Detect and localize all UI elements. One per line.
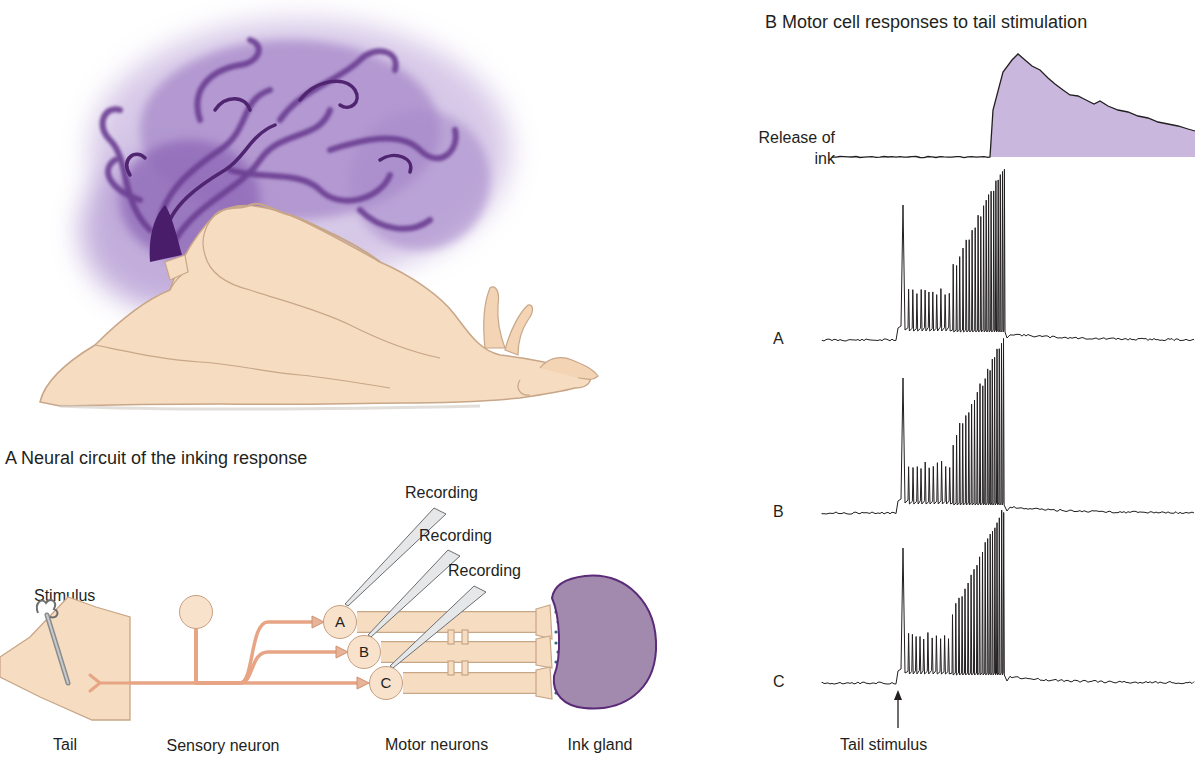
membrane-potential-trace — [822, 169, 1194, 341]
tail-drawing — [0, 595, 130, 720]
trace-label: B — [773, 502, 784, 521]
motor-axon-fill — [403, 673, 546, 693]
stimulus-probe — [47, 615, 68, 683]
aplysia-body — [40, 204, 598, 409]
sensory-axon-line — [130, 629, 236, 683]
cell-letter: C — [381, 675, 392, 691]
stimulus-label: Tail stimulus — [840, 735, 927, 754]
trace-label: C — [773, 672, 785, 691]
panel-title: B Motor cell responses to tail stimulati… — [765, 11, 1087, 33]
stimulus-probe-tip — [37, 600, 58, 617]
motor-axon — [403, 683, 546, 684]
trace-label: Release of ink — [757, 127, 835, 169]
sensory-axon — [130, 629, 236, 683]
node-label: Tail — [53, 735, 77, 754]
tail-region: Tail — [0, 595, 130, 720]
axon-terminals — [536, 605, 552, 699]
cell-letter: A — [335, 614, 345, 630]
electrode-label: Recording — [405, 483, 478, 502]
motor-neuron: C — [369, 666, 403, 700]
ink-gland-outline — [552, 576, 656, 709]
group-label: Motor neurons — [385, 735, 488, 754]
tail-outline — [0, 597, 130, 720]
motor-neuron: A — [323, 605, 357, 639]
membrane-potential-trace — [822, 510, 1194, 684]
sensory-axon-line — [196, 629, 337, 683]
trace-label: A — [773, 329, 784, 348]
ink-gland: Ink gland — [540, 572, 660, 712]
node-label: Ink gland — [568, 735, 633, 754]
motor-axon-outline — [403, 672, 546, 694]
ink-release-area — [990, 54, 1195, 157]
sensory-neuron: Sensory neuron — [179, 595, 213, 629]
electrode-label: Recording — [419, 526, 492, 545]
gap-junctions — [448, 630, 468, 675]
membrane-potential-trace — [822, 338, 1194, 514]
sensory-ending — [90, 675, 130, 691]
cell-letter: B — [359, 644, 369, 660]
ink-gland-drawing — [540, 572, 660, 712]
panel-title: A Neural circuit of the inking response — [5, 447, 307, 469]
stimulus-probe — [47, 615, 68, 683]
motor-neuron: B — [347, 635, 381, 669]
node-label: Sensory neuron — [167, 736, 280, 755]
sensory-axon — [196, 629, 337, 683]
electrode-label: Recording — [448, 561, 521, 580]
ink-release-trace — [832, 54, 1195, 158]
tail-stimulus-arrow — [894, 690, 902, 728]
